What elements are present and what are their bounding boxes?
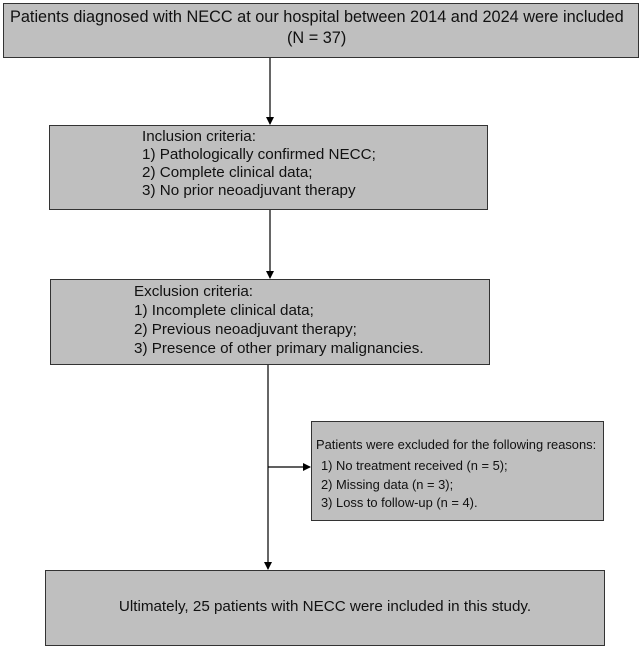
inclusion-title: Inclusion criteria:	[142, 128, 256, 145]
exclusion-title: Exclusion criteria:	[134, 283, 254, 300]
final-cohort-text: Ultimately, 25 patients with NECC were i…	[118, 598, 532, 615]
exclusion-item-1: 1) Incomplete clinical data;	[134, 302, 314, 319]
top-box-line2: (N = 37)	[287, 29, 347, 47]
inclusion-criteria-box: Inclusion criteria: 1) Pathologically co…	[49, 125, 488, 210]
top-box-line1: Patients diagnosed with NECC at our hosp…	[10, 8, 624, 26]
excluded-title: Patients were excluded for the following…	[316, 437, 597, 452]
final-cohort-box: Ultimately, 25 patients with NECC were i…	[45, 570, 605, 646]
top-box: Patients diagnosed with NECC at our hosp…	[3, 3, 639, 58]
excluded-reason-1: 1) No treatment received (n = 5);	[321, 458, 508, 473]
inclusion-item-3: 3) No prior neoadjuvant therapy	[142, 182, 356, 199]
inclusion-item-1: 1) Pathologically confirmed NECC;	[142, 146, 376, 163]
exclusion-item-2: 2) Previous neoadjuvant therapy;	[134, 321, 357, 338]
excluded-patients-box: Patients were excluded for the following…	[311, 421, 604, 521]
excluded-reason-3: 3) Loss to follow-up (n = 4).	[321, 495, 478, 510]
exclusion-criteria-box: Exclusion criteria: 1) Incomplete clinic…	[50, 279, 490, 365]
exclusion-item-3: 3) Presence of other primary malignancie…	[134, 340, 424, 357]
excluded-reason-2: 2) Missing data (n = 3);	[321, 477, 454, 492]
inclusion-item-2: 2) Complete clinical data;	[142, 164, 313, 181]
